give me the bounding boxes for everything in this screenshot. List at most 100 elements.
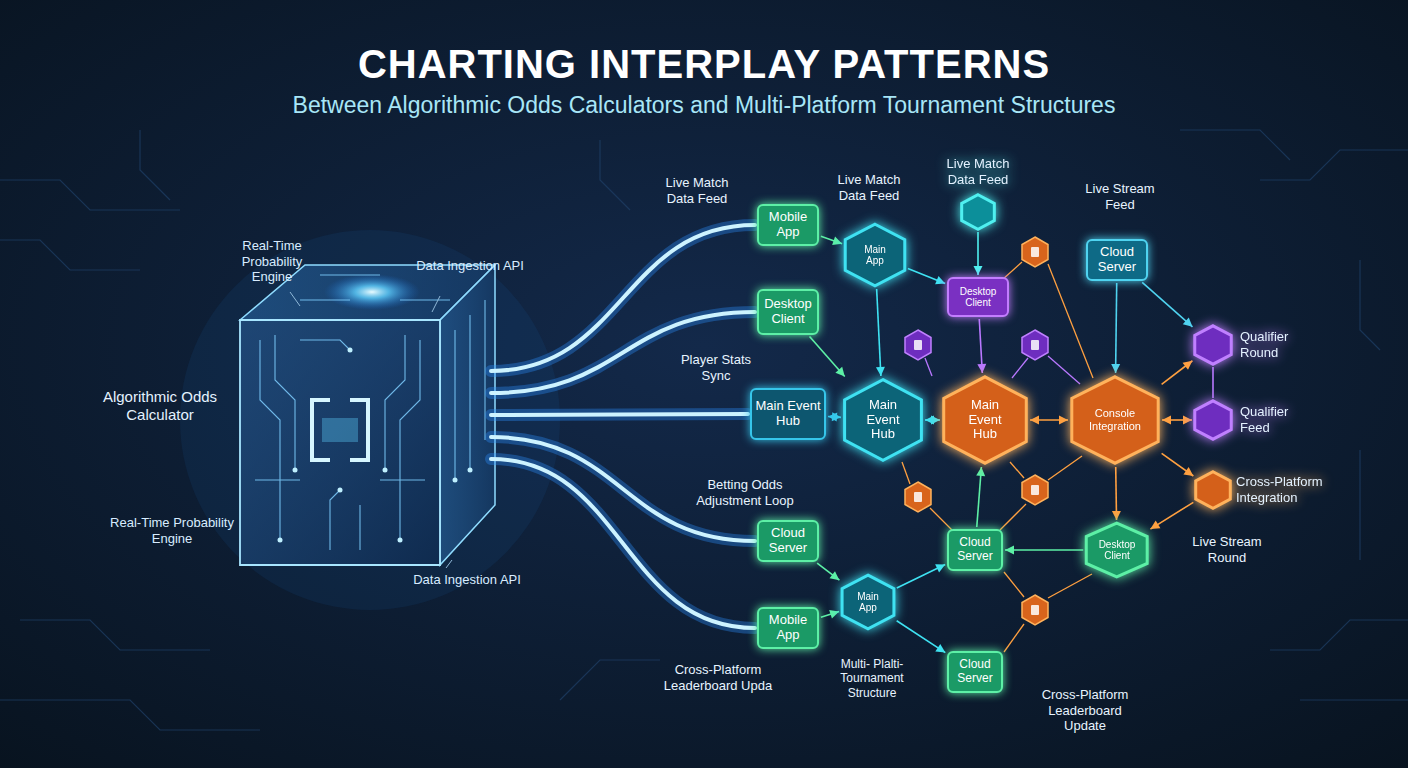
connector-line (1162, 361, 1193, 385)
connector-line (897, 564, 945, 588)
node-label: Main App (852, 591, 884, 614)
network-label: Live Match Data Feed (824, 172, 914, 203)
decor-hex-icons (902, 237, 1093, 652)
odds-calculator-cube: Algorithmic Odds Calculator (235, 265, 495, 565)
hexagon-outline (961, 194, 995, 230)
hexagon-outline (1194, 325, 1232, 365)
flow-label: Player Stats Sync (676, 352, 756, 383)
arrowhead (832, 236, 842, 245)
hex-node: Qualifier Round (1194, 325, 1232, 365)
hex-node: Console Integration (1070, 375, 1160, 465)
connector (1111, 283, 1120, 373)
platform-box: Main Event Hub (750, 388, 826, 440)
hexagon-shape (1195, 326, 1231, 364)
node-heading: Algorithmic Odds Calculator (100, 388, 220, 424)
connector-line (977, 467, 982, 527)
arrowhead (829, 610, 839, 619)
component-label: Real-Time Probability Engine (227, 238, 317, 285)
platform-box: Desktop Client (947, 277, 1009, 317)
arrowhead (1030, 416, 1039, 425)
node-label: Main App (856, 244, 894, 267)
hexagon-shape (845, 224, 905, 285)
hex-node: Live Match Data Feed (961, 194, 995, 230)
node-label: Main Event Hub (857, 398, 908, 443)
connector-line (817, 563, 839, 580)
hex-node: Cross-Platform Integration (1195, 471, 1231, 509)
node-label: Cloud Server (1090, 245, 1144, 275)
node-label: Mobile App (761, 210, 815, 240)
hexagon-outline (1195, 471, 1231, 509)
connector (1112, 467, 1121, 520)
connector (876, 289, 885, 376)
connector (821, 610, 839, 619)
node-heading: Live Match Data Feed (933, 156, 1023, 187)
connector (897, 621, 946, 653)
hexagon-shape (1195, 401, 1231, 439)
connector-line (1005, 549, 1083, 551)
node-label: Cloud Server (951, 658, 999, 686)
arrowhead (935, 276, 945, 284)
hexagon-shape (962, 195, 995, 230)
arrowhead (876, 367, 885, 376)
connector (810, 337, 845, 377)
connector (491, 414, 748, 415)
hex-node: Desktop Client (1085, 522, 1148, 578)
connector (1213, 367, 1214, 398)
connector (1030, 416, 1068, 425)
platform-box: Cloud Server (947, 651, 1003, 693)
network-label: Live Stream Feed (1075, 181, 1165, 212)
platform-box: Cloud Server (947, 529, 1003, 571)
arrowhead (828, 413, 837, 422)
connector (976, 467, 985, 527)
hexagon-shape (1072, 377, 1158, 463)
arrowhead (1183, 416, 1192, 425)
node-label: Console Integration (1086, 407, 1145, 432)
leader-lines (290, 292, 452, 568)
connector (1150, 502, 1193, 529)
connector-line (1150, 502, 1193, 529)
arrowhead (835, 367, 844, 377)
platform-box: Cloud Server (1086, 239, 1148, 281)
node-label: Desktop Client (1098, 539, 1137, 562)
connector (821, 236, 842, 245)
connector (925, 416, 940, 425)
node-label: Cloud Server (951, 536, 999, 564)
structure-label: Multi- Plalti- Tournament Structure (837, 657, 907, 700)
arrowhead (1112, 511, 1121, 520)
connector (908, 268, 945, 284)
hex-node: Main App (844, 223, 906, 287)
arrowhead (1183, 318, 1193, 327)
hexagon-outline (1194, 400, 1232, 440)
connector-line (1142, 282, 1192, 327)
hexagon-shape (845, 380, 922, 461)
arrowhead (935, 644, 945, 653)
connector-line (1162, 453, 1194, 476)
hexagon-shape (1196, 472, 1231, 508)
hex-node: Main App (841, 574, 895, 630)
component-label: Real-Time Probability Engine (107, 515, 237, 546)
platform-box: Mobile App (757, 204, 819, 246)
node-label: Desktop Client (951, 286, 1005, 309)
connector (1162, 416, 1192, 425)
network-label: Cross-Platform Leaderboard Update (1030, 687, 1140, 734)
arrowhead (1111, 364, 1120, 373)
arrowhead (974, 266, 983, 275)
connector (897, 564, 945, 588)
flow-label: Cross-Platform Leaderboard Upda (658, 662, 778, 693)
node-label: Main Event Hub (957, 398, 1013, 443)
diagram-title: CHARTING INTERPLAY PATTERNS (0, 40, 1408, 88)
connector (1005, 546, 1083, 555)
arrowhead (1183, 361, 1193, 370)
node-label: Cloud Server (761, 526, 815, 556)
data-flow-line (491, 312, 755, 393)
platform-box: Desktop Client (757, 289, 819, 335)
connector-line (908, 268, 945, 283)
flow-label: Live Match Data Feed (652, 175, 742, 206)
subtitle: Between Algorithmic Odds Calculators and… (34, 92, 1374, 120)
hex-node: Main Event Hub (843, 378, 923, 462)
arrowhead (925, 416, 934, 425)
connector (817, 563, 839, 580)
